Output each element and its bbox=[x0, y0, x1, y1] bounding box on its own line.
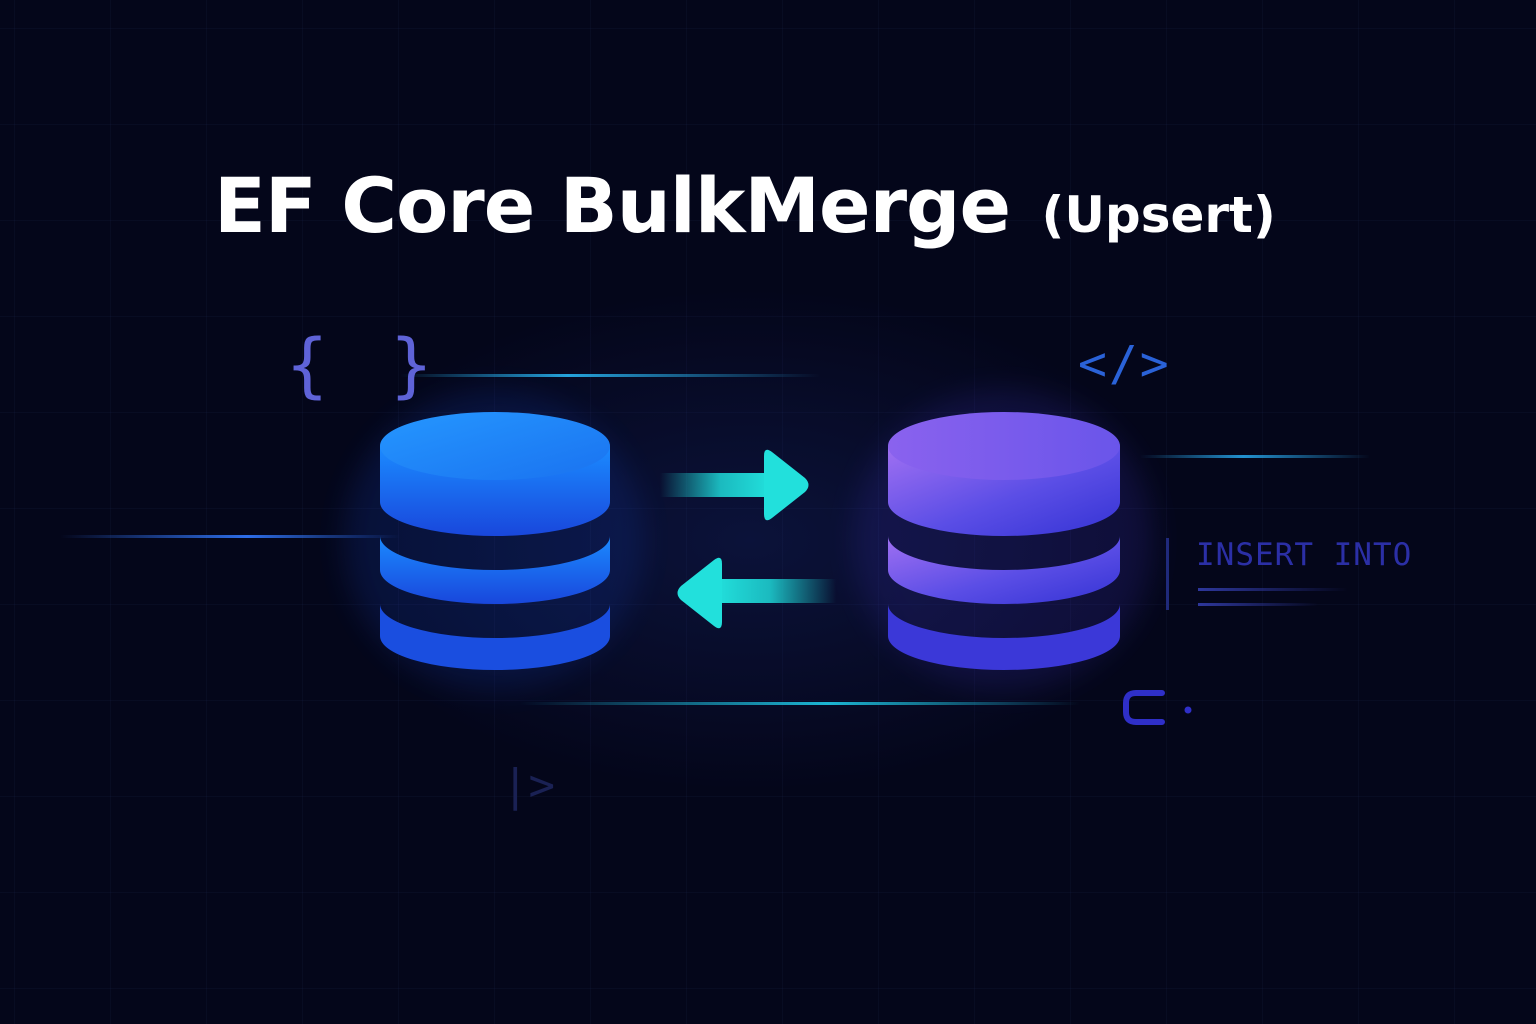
code-line-2 bbox=[1198, 603, 1318, 606]
title-sub: (Upsert) bbox=[1041, 186, 1276, 244]
braces-glyph: { } bbox=[286, 324, 443, 406]
arrow-left-icon bbox=[677, 557, 836, 629]
title-main: EF Core BulkMerge bbox=[214, 161, 1011, 250]
code-cursor-bar bbox=[1166, 538, 1169, 610]
page-title: EF Core BulkMerge (Upsert) bbox=[214, 168, 1276, 244]
glow-line-right bbox=[1140, 455, 1370, 458]
arrow-right-icon bbox=[660, 449, 809, 521]
prompt-glyph: |> bbox=[502, 760, 555, 811]
sql-snippet: INSERT INTO bbox=[1196, 537, 1413, 573]
code-line-1 bbox=[1198, 588, 1348, 591]
glow-line-top bbox=[400, 374, 820, 377]
plug-icon bbox=[1123, 690, 1192, 725]
code-tag-icon: </> bbox=[1078, 336, 1171, 392]
source-database-icon bbox=[380, 412, 610, 670]
glow-line-bottom bbox=[520, 702, 1080, 705]
glow-line-left bbox=[60, 535, 400, 538]
target-database-icon bbox=[888, 412, 1120, 670]
